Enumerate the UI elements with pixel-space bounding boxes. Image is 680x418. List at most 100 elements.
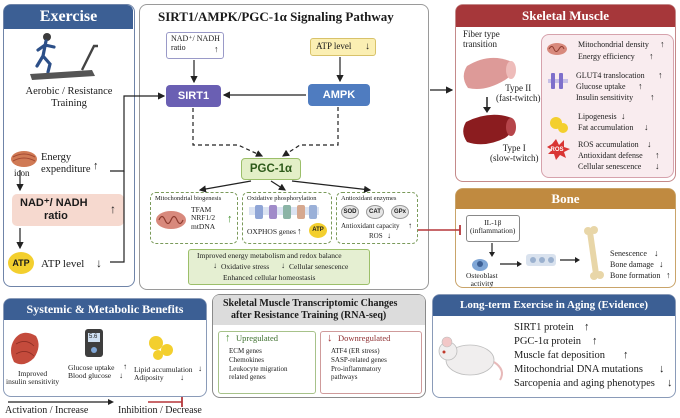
longterm-item-1: SIRT1 protein xyxy=(514,322,574,333)
oxphos-box: Oxidative phosphorylation OXPHOS genes ↑… xyxy=(242,192,332,244)
antioxidant-box: Antioxidant enzymes SOD CAT GPx Antioxid… xyxy=(336,192,418,244)
glut4: GLUT4 translocation xyxy=(576,71,645,80)
glucose-blood: Glucose uptake Blood glucose xyxy=(68,363,115,381)
mito-up-arrow: ↑ xyxy=(227,213,233,225)
gpx-label: GPx xyxy=(393,209,406,215)
cellular-senescence-arrow: ↓ xyxy=(655,161,660,171)
sod-label: SOD xyxy=(343,209,357,215)
bone-formation: Bone formation xyxy=(610,271,661,280)
antioxidant-capacity: Antioxidant capacity xyxy=(341,222,400,230)
upregulated-label: Upregulated xyxy=(236,333,279,343)
down-item-3: Pro-inflammatory pathways xyxy=(331,365,382,381)
homeostasis-line-1: Improved energy metabolism and redox bal… xyxy=(197,251,342,260)
energy-efficiency-arrow: ↑ xyxy=(649,51,654,61)
atp-level-pathway-box: ATP level ↓ xyxy=(310,38,376,56)
systemic-panel xyxy=(3,298,207,397)
upregulated-box: ↑ Upregulated ECM genes Chemokines Leuko… xyxy=(218,331,316,394)
bone-formation-arrow: ↑ xyxy=(666,270,671,280)
insulin-sensitivity-arrow: ↑ xyxy=(650,92,655,102)
down-arrow-icon: ↓ xyxy=(327,332,333,344)
bone-header: Bone xyxy=(456,189,675,209)
up-item-2: Chemokines xyxy=(229,356,264,364)
skeletal-header: Skeletal Muscle xyxy=(456,5,675,27)
cat-badge: CAT xyxy=(366,205,384,219)
systemic-header: Systemic & Metabolic Benefits xyxy=(4,299,206,320)
longterm-arrow-1: ↑ xyxy=(584,321,590,333)
mitochondrion-icon xyxy=(156,211,186,229)
oxphos-atp-badge: ATP xyxy=(309,223,327,238)
nad-up-arrow: ↑ xyxy=(110,202,116,216)
longterm-panel xyxy=(432,294,676,398)
il1b-box: IL-1β (inflammation) xyxy=(466,215,520,242)
atp-badge: ATP xyxy=(8,252,34,274)
ros-label: ROS xyxy=(369,232,383,240)
up-item-3: Leukocyte migration related genes xyxy=(229,365,288,381)
skeletal-title: Skeletal Muscle xyxy=(521,8,609,23)
skeletal-ros-label: ROS xyxy=(550,147,564,153)
respiratory-chain-icon xyxy=(249,205,319,219)
mito-density-arrow: ↑ xyxy=(660,39,665,49)
bone-damage-arrow: ↓ xyxy=(659,259,664,269)
type2-label: Type II (fast-twitch) xyxy=(496,83,541,103)
nad-ratio-pathway-box: NAD⁺/ NADH ratio ↑ xyxy=(166,32,224,59)
training-label: Aerobic / Resistance Training xyxy=(25,86,113,109)
transcript-title-1: Skeletal Muscle Transcriptomic Changes xyxy=(223,298,398,309)
exercise-title: Exercise xyxy=(39,8,98,25)
oxphos-title: Oxidative phosphorylation xyxy=(247,195,317,202)
antioxidant-defense-arrow: ↑ xyxy=(655,150,660,160)
mito-density: Mitochondrial density xyxy=(578,40,649,49)
bone-senescence: Senescence xyxy=(610,249,647,258)
cellular-senescence: Cellular senescence xyxy=(578,162,642,171)
homeostasis-down-arrow-2: ↓ xyxy=(281,261,285,270)
bone-senescence-arrow: ↓ xyxy=(654,248,659,258)
cat-label: CAT xyxy=(369,209,381,215)
exercise-header: Exercise xyxy=(4,5,133,29)
nad-ratio-pathway-label: NAD⁺/ NADH ratio xyxy=(171,34,220,52)
fiber-transition-label: Fiber type transition xyxy=(463,29,500,49)
nad-pathway-up-arrow: ↑ xyxy=(214,44,219,54)
longterm-arrow-5: ↓ xyxy=(667,377,673,389)
antioxidant-title: Antioxidant enzymes xyxy=(341,195,397,202)
nad-ratio-box: NAD⁺/ NADH ratio ↑ xyxy=(12,194,124,226)
longterm-header: Long-term Exercise in Aging (Evidence) xyxy=(433,295,675,316)
fat-accumulation: Fat accumulation xyxy=(578,123,634,132)
glucose-uptake-arrow: ↑ xyxy=(638,81,643,91)
pathway-title: SIRT1/AMPK/PGC-1α Signaling Pathway xyxy=(158,9,394,24)
glut4-arrow: ↑ xyxy=(658,70,663,80)
type1-label: Type I (slow-twitch) xyxy=(490,143,539,163)
systemic-title: Systemic & Metabolic Benefits xyxy=(26,302,184,316)
insulin-sensitivity: Insulin sensitivity xyxy=(576,93,634,102)
atp-level-label: ATP level xyxy=(41,258,85,270)
up-item-1: ECM genes xyxy=(229,347,262,355)
homeostasis-line-3: Enhanced cellular homeostasis xyxy=(223,273,316,282)
sirt1-label: SIRT1 xyxy=(177,90,210,102)
osteoblast-up-arrow: ↑ xyxy=(490,279,494,288)
energy-up-arrow: ↑ xyxy=(93,160,99,172)
nad-ratio-text-2: ratio xyxy=(44,210,68,222)
longterm-arrow-2: ↑ xyxy=(592,335,598,347)
glucose-uptake-arrow-sys: ↑ xyxy=(123,362,127,371)
il1b-label: IL-1β (inflammation) xyxy=(470,218,516,236)
bone-panel xyxy=(455,188,676,288)
transcript-header: Skeletal Muscle Transcriptomic Changes a… xyxy=(213,295,425,325)
homeostasis-box: Improved energy metabolism and redox bal… xyxy=(188,249,370,285)
atp-badge-label: ATP xyxy=(12,258,30,268)
mito-biogenesis-title: Mitochondrial biogenesis xyxy=(155,195,222,202)
transcript-panel xyxy=(212,294,426,398)
pgc1a-label: PGC-1α xyxy=(249,163,293,175)
skeletal-panel xyxy=(455,4,676,182)
lipid-arrow: ↓ xyxy=(198,364,202,373)
sirt1-node: SIRT1 xyxy=(166,85,221,107)
skeletal-ros-badge: ROS xyxy=(548,145,566,155)
fat-accumulation-arrow: ↓ xyxy=(644,122,649,132)
improved-insulin: Improved insulin sensitivity xyxy=(6,369,60,387)
legend-activation: Activation / Increase xyxy=(5,405,89,416)
osteoblast-activity: Osteoblast activity xyxy=(466,271,498,289)
muscle-icon-caption: icon xyxy=(14,168,30,178)
atp-down-arrow: ↓ xyxy=(96,256,102,270)
oxphos-up-arrow: ↑ xyxy=(297,226,302,236)
homeostasis-line-2a: Oxidative stress xyxy=(221,262,270,271)
antioxidant-up-arrow: ↑ xyxy=(408,221,412,230)
atp-pathway-down-arrow: ↓ xyxy=(365,41,370,52)
blood-glucose-arrow: ↓ xyxy=(119,371,123,380)
